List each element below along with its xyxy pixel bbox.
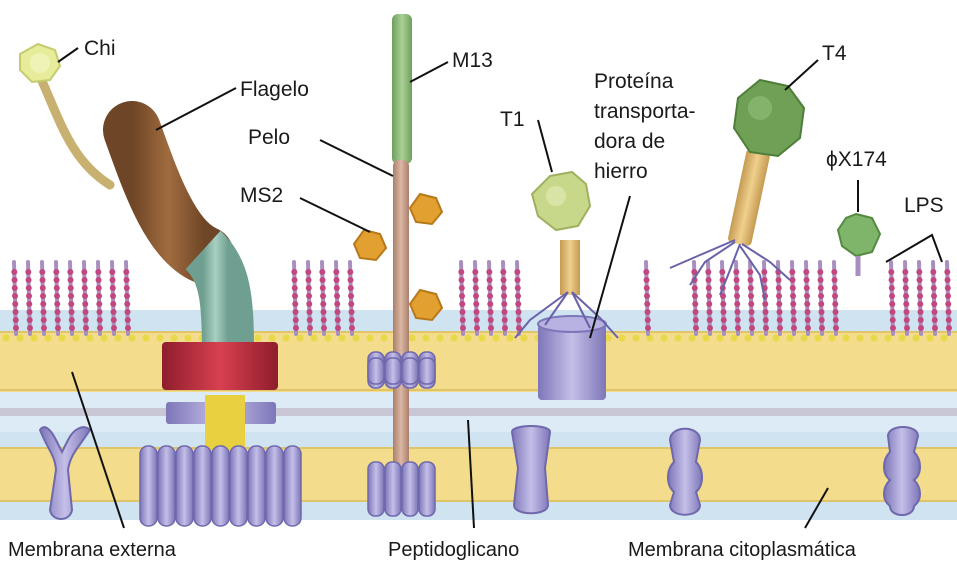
label-lps: LPS bbox=[904, 194, 944, 217]
flagellar-motor bbox=[140, 446, 301, 526]
label-proteina-4: hierro bbox=[594, 160, 648, 183]
label-phix174: ϕX174 bbox=[826, 148, 887, 171]
label-proteina-2: transporta- bbox=[594, 100, 696, 123]
label-pelo: Pelo bbox=[248, 126, 290, 149]
label-membrana-citoplasmatica: Membrana citoplasmática bbox=[628, 539, 857, 561]
m13-phage bbox=[392, 14, 412, 164]
label-flagelo: Flagelo bbox=[240, 78, 309, 101]
label-proteina-1: Proteína bbox=[594, 70, 674, 93]
label-peptidoglicano: Peptidoglicano bbox=[388, 539, 519, 561]
label-proteina-3: dora de bbox=[594, 130, 665, 153]
chi-phage bbox=[20, 44, 110, 185]
peptidoglycan-layer bbox=[0, 392, 957, 432]
phix174-phage bbox=[838, 214, 880, 276]
label-m13: M13 bbox=[452, 49, 493, 72]
label-t4: T4 bbox=[822, 42, 847, 65]
label-chi: Chi bbox=[84, 37, 116, 60]
label-ms2: MS2 bbox=[240, 184, 283, 207]
label-membrana-externa: Membrana externa bbox=[8, 539, 177, 561]
iron-transport-protein bbox=[538, 316, 606, 400]
label-t1: T1 bbox=[500, 108, 525, 131]
